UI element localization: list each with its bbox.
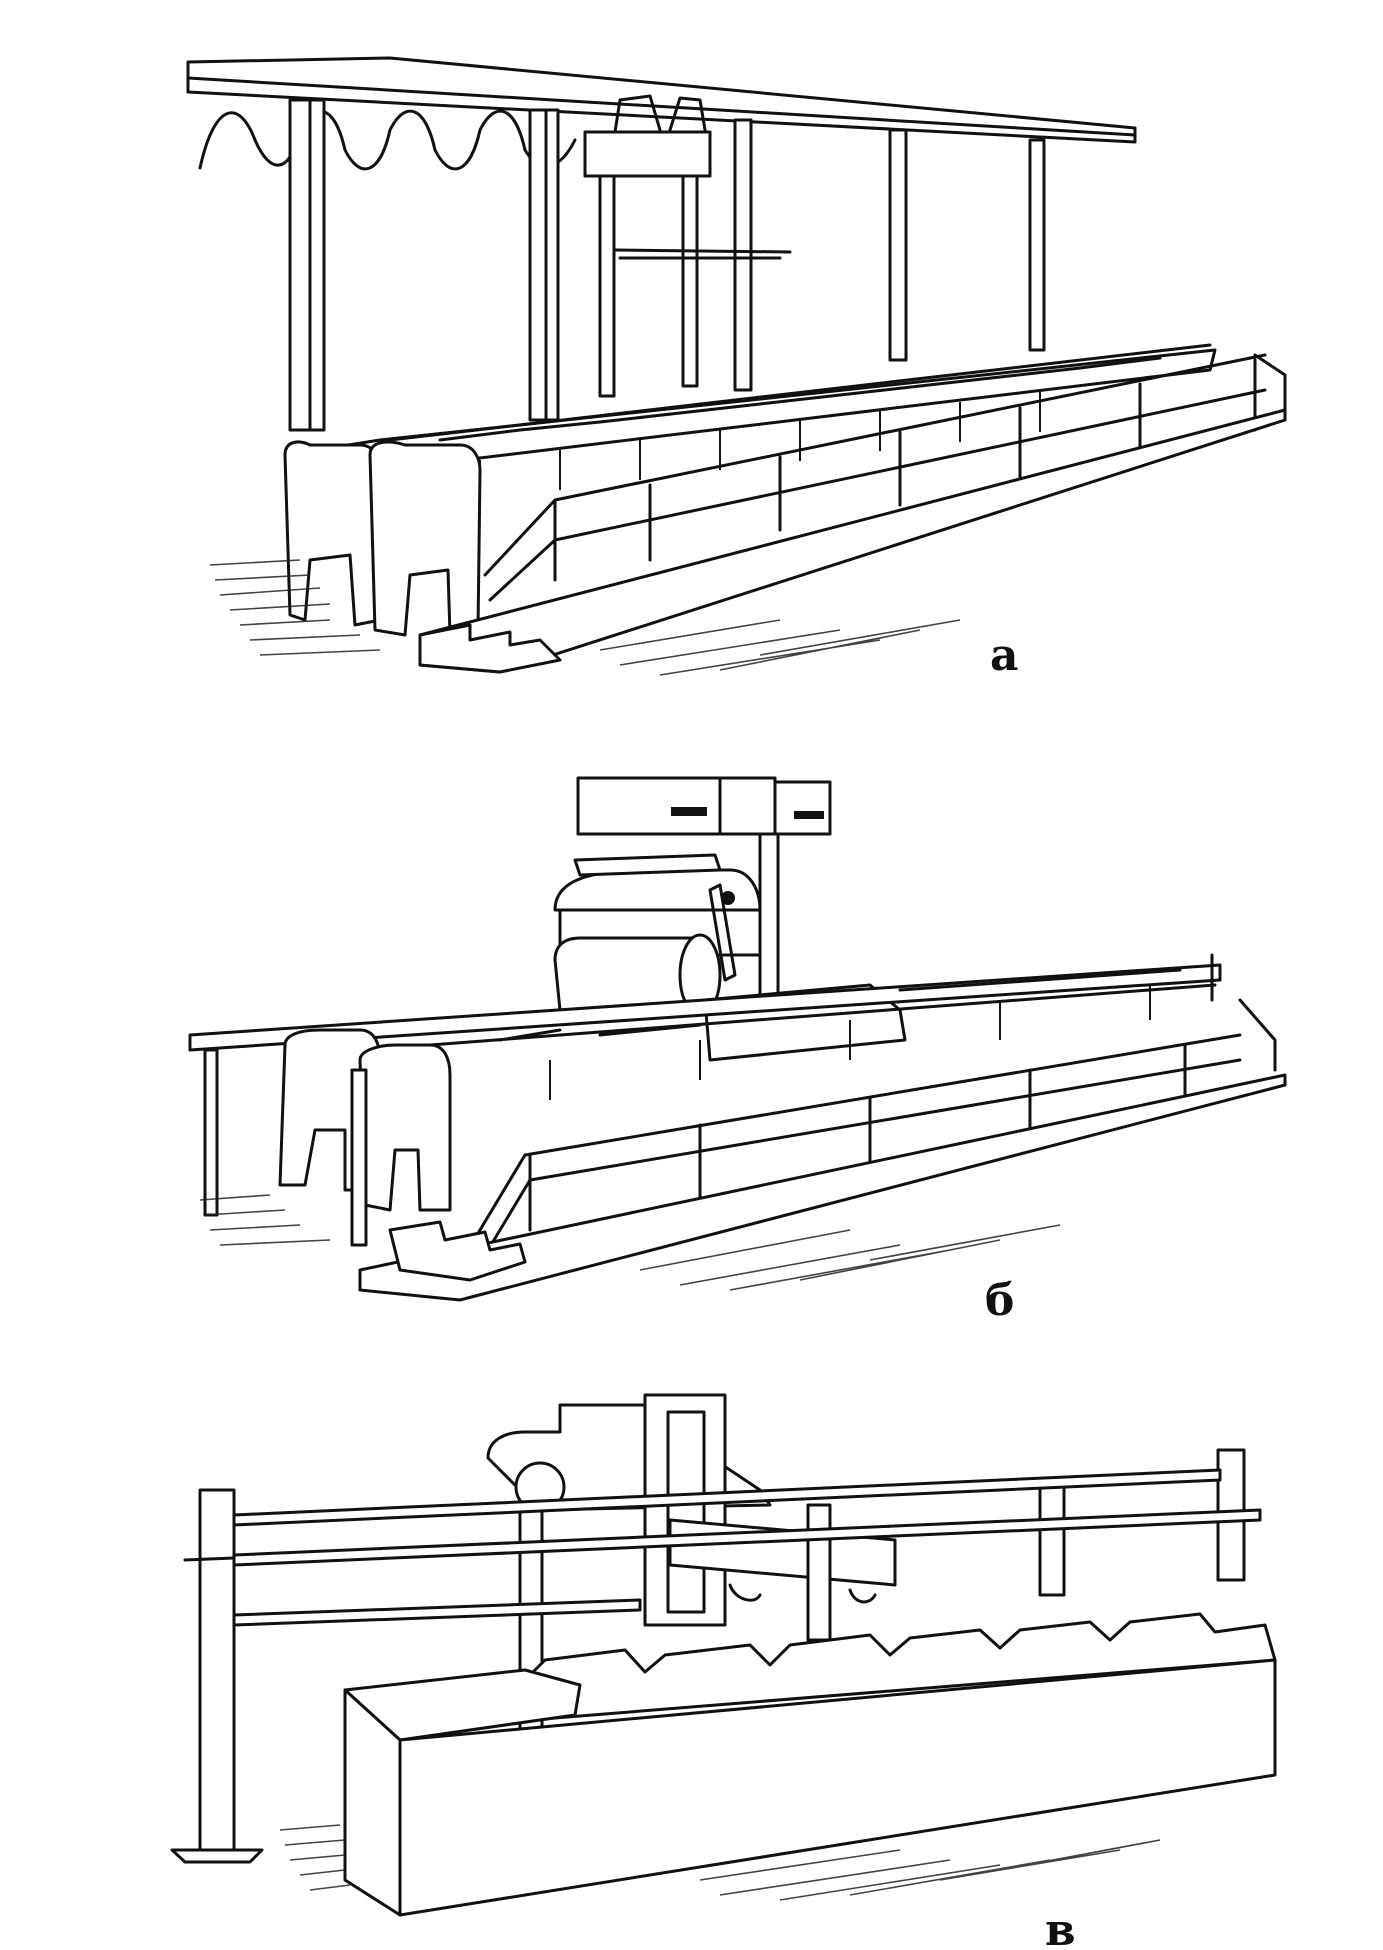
panel-b-label: б bbox=[985, 1275, 1014, 1326]
ground-shading-v bbox=[279, 1824, 1161, 1901]
treatment-tanks bbox=[283, 343, 1217, 637]
treatment-tanks-b bbox=[188, 963, 1222, 1212]
walkway-railing bbox=[483, 353, 1287, 602]
crane-carriage bbox=[583, 94, 792, 398]
platform-base bbox=[418, 408, 1287, 674]
ground-shading bbox=[209, 559, 961, 676]
panel-b: б bbox=[188, 776, 1287, 1326]
overhead-rail bbox=[186, 56, 1137, 144]
roller-unit bbox=[553, 853, 762, 1017]
platform-base-b bbox=[358, 1073, 1287, 1302]
panel-a-label: а bbox=[990, 630, 1019, 681]
panel-v: в bbox=[170, 1393, 1277, 1950]
serrated-profile bbox=[523, 1612, 1277, 1722]
railing-v bbox=[170, 1448, 1262, 1864]
ground-shading-b bbox=[199, 1194, 1061, 1291]
railing-b bbox=[203, 953, 1277, 1282]
machine-cabinet bbox=[576, 776, 832, 1001]
support-columns bbox=[288, 98, 1046, 432]
panel-a: а bbox=[186, 56, 1287, 681]
festoon-cable bbox=[198, 109, 577, 171]
panel-v-label: в bbox=[1045, 1905, 1076, 1950]
concrete-block bbox=[343, 1658, 1277, 1917]
